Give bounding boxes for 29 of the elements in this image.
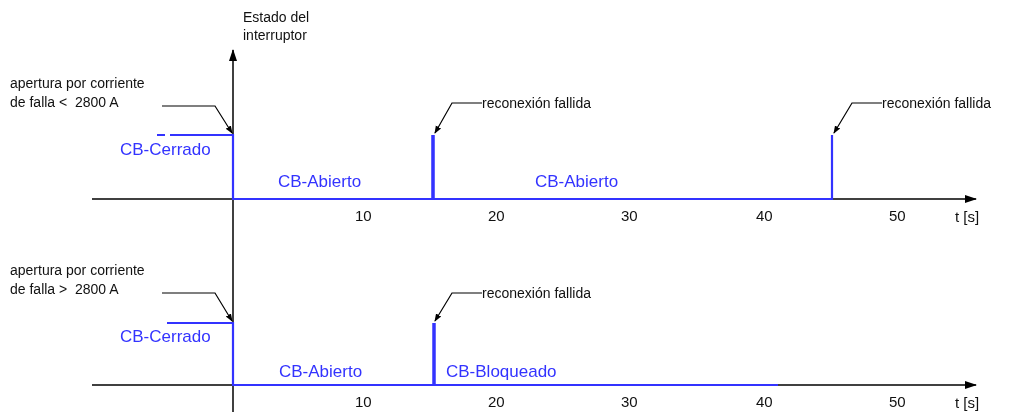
tick-label: 10 xyxy=(355,393,372,411)
leader-line xyxy=(434,292,483,322)
axis-label: t [s] xyxy=(955,394,980,412)
tick-label: 30 xyxy=(621,207,638,225)
state-label: CB-Abierto xyxy=(279,363,363,381)
annotation-text: apertura por corriente de falla > 2800 A xyxy=(10,261,162,299)
state-label: CB-Cerrado xyxy=(120,141,211,159)
state-label: CB-Abierto xyxy=(535,173,619,191)
annotation-text: reconexión fallida xyxy=(482,284,591,303)
tick-label: 50 xyxy=(889,393,906,411)
leader-line xyxy=(161,105,233,134)
axis-title: Estado del interruptor xyxy=(243,8,311,44)
leader-line xyxy=(434,102,483,134)
tick-label: 40 xyxy=(756,207,773,225)
tick-label: 50 xyxy=(889,207,906,225)
tick-label: 10 xyxy=(355,207,372,225)
tick-label: 20 xyxy=(488,393,505,411)
tick-label: 20 xyxy=(488,207,505,225)
tick-label: 40 xyxy=(756,393,773,411)
annotation-text: reconexión fallida xyxy=(482,94,591,113)
tick-label: 30 xyxy=(621,393,638,411)
annotation-text: apertura por corriente de falla < 2800 A xyxy=(10,74,162,112)
axis-label: t [s] xyxy=(955,208,980,226)
state-label: CB-Cerrado xyxy=(120,328,211,346)
leader-line xyxy=(161,292,233,322)
state-label: CB-Bloqueado xyxy=(446,363,557,381)
leader-line xyxy=(833,102,883,134)
annotation-text: reconexión fallida xyxy=(882,94,991,113)
state-label: CB-Abierto xyxy=(278,173,362,191)
